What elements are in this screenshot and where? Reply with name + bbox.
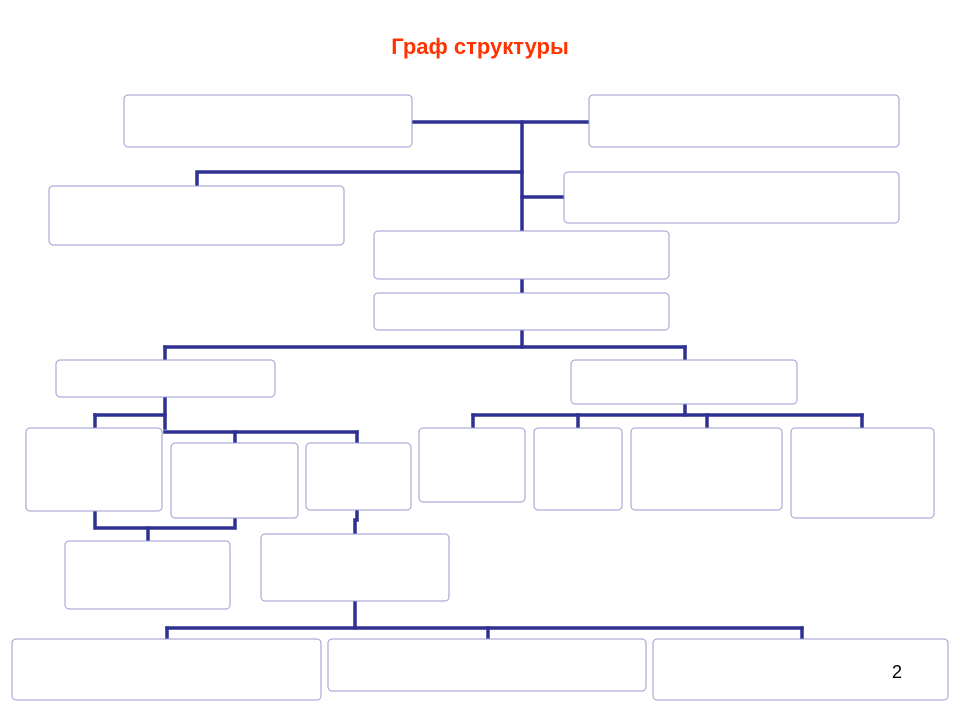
node-box — [630, 427, 783, 511]
node-box — [64, 540, 231, 610]
slide-title: Граф структуры — [391, 34, 569, 59]
node-box — [327, 638, 647, 692]
node-box — [170, 442, 299, 519]
connector-line — [93, 509, 237, 530]
node-box — [260, 533, 450, 602]
node-box — [652, 638, 949, 701]
node-box — [11, 638, 322, 701]
connector-line — [195, 170, 524, 188]
node-box — [55, 359, 276, 398]
node-box — [373, 292, 670, 331]
node-box — [25, 427, 163, 512]
node-box — [123, 94, 413, 148]
page-number: 2 — [891, 662, 902, 682]
node-box — [305, 442, 412, 511]
node-box — [373, 230, 670, 280]
node-box — [533, 427, 623, 511]
node-box — [790, 427, 935, 519]
node-box — [570, 359, 798, 405]
diagram-nodes — [11, 94, 949, 701]
node-box — [418, 427, 526, 503]
connector-lines — [93, 120, 864, 641]
node-box — [563, 171, 900, 224]
node-box — [48, 185, 345, 246]
node-box — [588, 94, 900, 148]
